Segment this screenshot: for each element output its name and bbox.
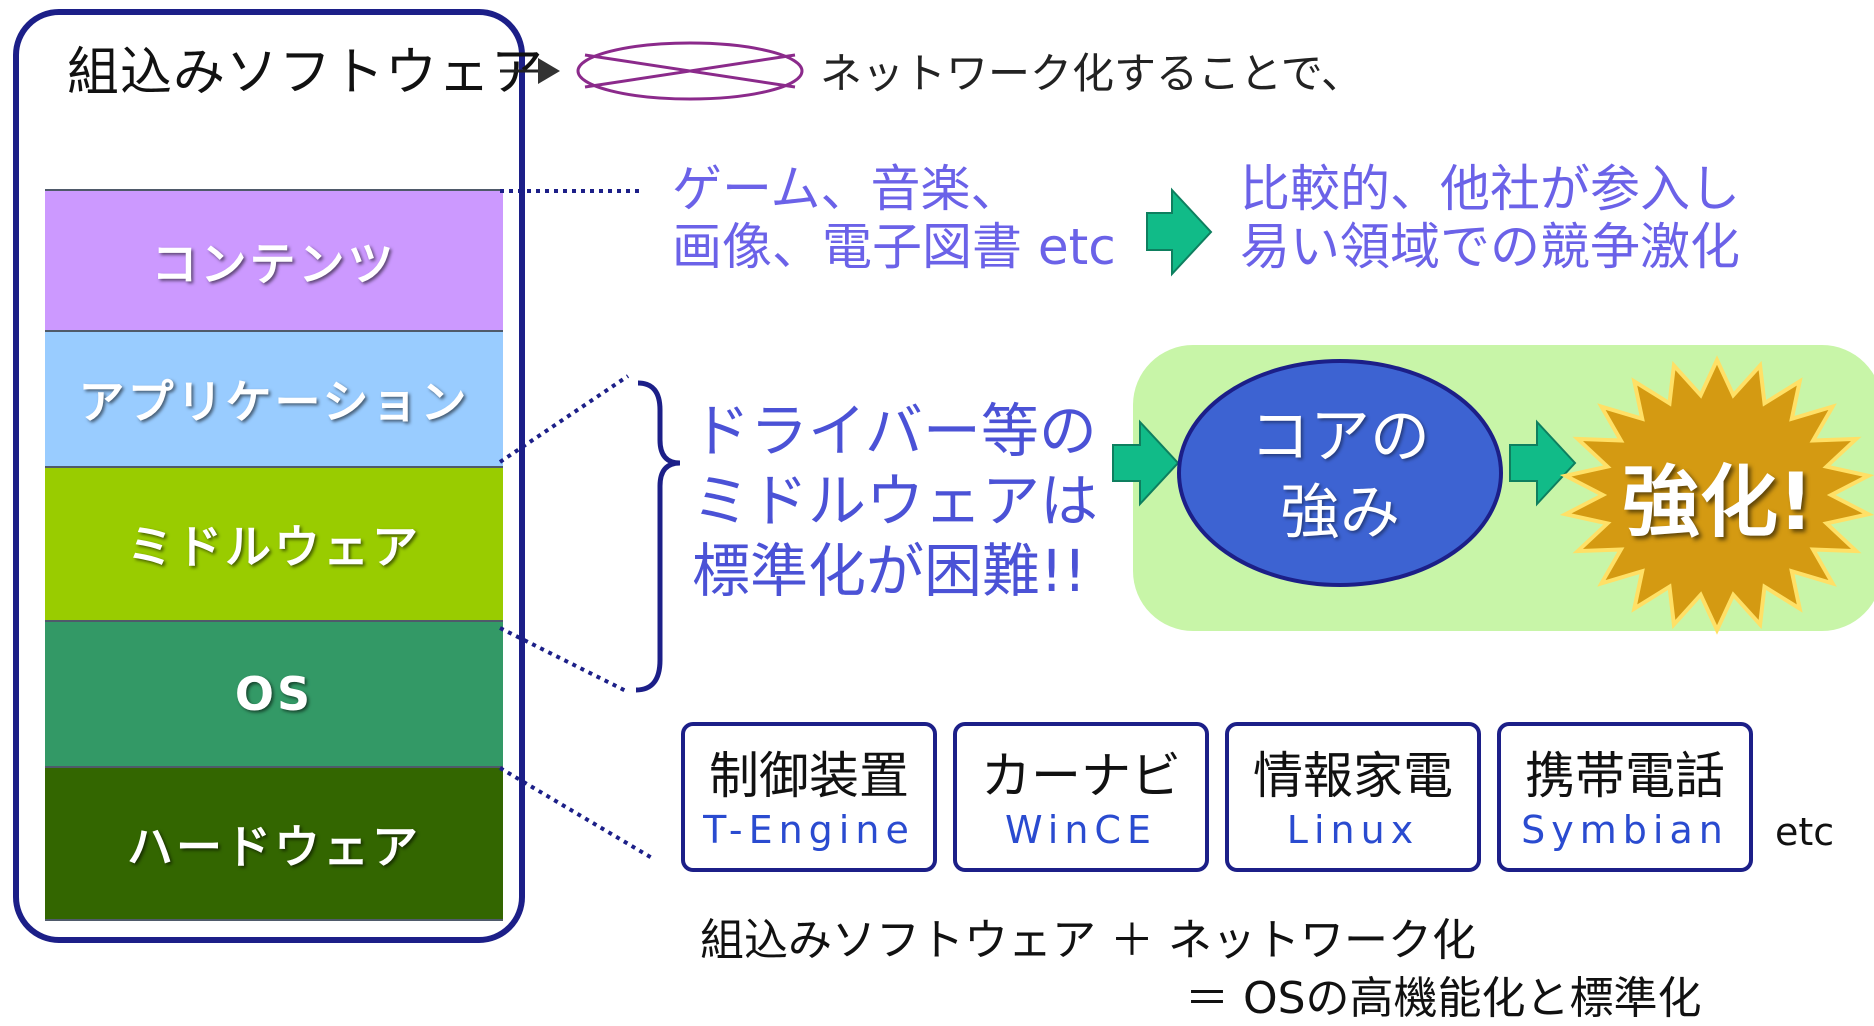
device-os: Symbian — [1521, 808, 1729, 852]
device-name: カーナビ — [981, 747, 1181, 805]
formula-line1: 組込みソフトウェア ＋ ネットワーク化 — [700, 915, 1476, 966]
title-arrow-head-icon — [538, 58, 560, 84]
curly-brace-icon — [635, 380, 681, 693]
stack-title: 組込みソフトウェア — [67, 43, 545, 103]
os-connector — [498, 766, 654, 860]
core-line1: コアの — [1250, 402, 1430, 472]
layer-application-label: アプリケーション — [78, 375, 470, 429]
layer-middleware: ミドルウェア — [45, 466, 503, 622]
green-arrow-icon — [1146, 187, 1213, 277]
network-text: ネットワーク化することで、 — [820, 49, 1364, 98]
layer-middleware-label: ミドルウェア — [127, 520, 421, 574]
layer-contents-label: コンテンツ — [151, 236, 397, 291]
green-arrow-icon — [1509, 419, 1577, 507]
formula-line2: ＝ OSの高機能化と標準化 — [1185, 973, 1702, 1024]
device-os: Linux — [1286, 808, 1420, 852]
core-line2: 強み — [1280, 478, 1400, 548]
layer-application: アプリケーション — [45, 330, 503, 468]
device-card-carnavi: カーナビ WinCE — [953, 722, 1209, 872]
device-card-mobile: 携帯電話 Symbian — [1497, 722, 1753, 872]
content-examples-line2: 画像、電子図書 etc — [672, 218, 1116, 276]
layer-contents: コンテンツ — [45, 189, 503, 332]
device-card-control: 制御装置 T-Engine — [681, 722, 937, 872]
middleware-top-connector — [498, 374, 630, 464]
layer-hardware: ハードウェア — [45, 766, 503, 921]
device-os: WinCE — [1005, 808, 1157, 852]
device-name: 制御装置 — [709, 747, 909, 805]
middleware-bottom-connector — [499, 626, 629, 694]
middleware-note-line1: ドライバー等の — [692, 397, 1097, 465]
device-os: T-Engine — [703, 808, 915, 852]
crossed-ellipse-icon — [576, 41, 804, 101]
device-card-appliance: 情報家電 Linux — [1225, 722, 1481, 872]
starburst-icon — [1559, 355, 1874, 635]
competition-line2: 易い領域での競争激化 — [1240, 218, 1740, 276]
competition-line1: 比較的、他社が参入し — [1240, 160, 1740, 218]
content-examples-line1: ゲーム、音楽、 — [672, 160, 1021, 218]
layer-os: OS — [45, 620, 503, 768]
middleware-note-line2: ミドルウェアは — [692, 467, 1099, 535]
software-stack-frame — [13, 9, 525, 943]
layer-hardware-label: ハードウェア — [127, 819, 421, 874]
device-name: 携帯電話 — [1525, 747, 1725, 805]
middleware-note-line3: 標準化が困難!! — [692, 537, 1087, 605]
green-arrow-icon — [1112, 419, 1180, 507]
core-strength-text: コアの 強み — [1200, 399, 1480, 551]
middleware-note: ドライバー等の ミドルウェアは 標準化が困難!! — [692, 396, 1098, 606]
core-ellipse — [1177, 359, 1503, 587]
cross-line-2 — [584, 53, 796, 89]
devices-etc-label: etc — [1775, 810, 1835, 854]
strength-label: 強化! — [1622, 458, 1814, 548]
device-name: 情報家電 — [1253, 747, 1453, 805]
layer-os-label: OS — [234, 667, 314, 721]
